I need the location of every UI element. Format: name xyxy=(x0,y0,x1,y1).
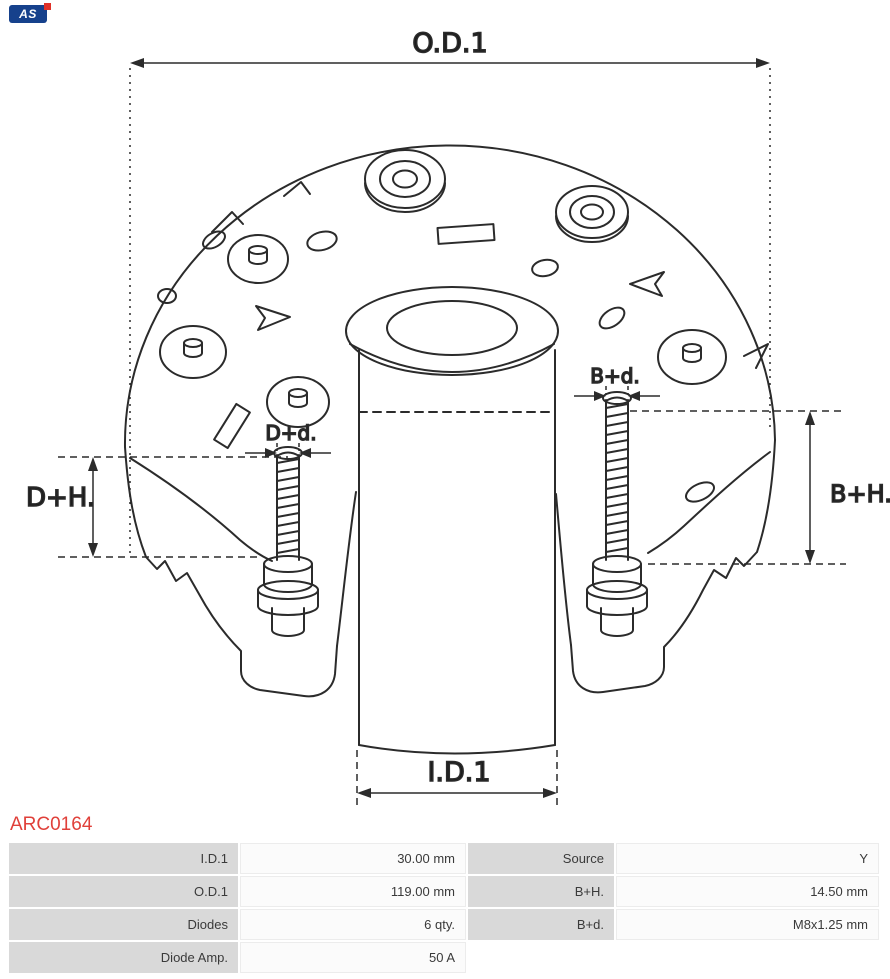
spec-label-diode-amp: Diode Amp. xyxy=(9,942,238,973)
diode-mounts xyxy=(159,234,727,428)
spec-value-empty xyxy=(616,942,879,973)
spec-label-empty xyxy=(468,942,614,973)
spec-value-source: Y xyxy=(616,843,879,874)
dimension-dd: D+d. xyxy=(245,420,331,458)
spec-value-id1: 30.00 mm xyxy=(240,843,466,874)
label-dd: D+d. xyxy=(265,421,316,445)
stud-right xyxy=(586,391,648,637)
label-dh: D+H. xyxy=(26,483,95,513)
spec-value-diode-amp: 50 A xyxy=(240,942,466,973)
dimension-dh: D+H. xyxy=(25,456,288,558)
spec-value-bd: M8x1.25 mm xyxy=(616,909,879,940)
plate-holes xyxy=(157,223,716,503)
part-number: ARC0164 xyxy=(10,814,93,835)
spec-value-bh: 14.50 mm xyxy=(616,876,879,907)
stud-left xyxy=(257,446,319,637)
dimension-id1: I.D.1 xyxy=(356,750,558,806)
label-od1: O.D.1 xyxy=(412,28,487,59)
arrow-stamps xyxy=(255,271,665,331)
spec-label-bh: B+H. xyxy=(468,876,614,907)
spec-label-bd: B+d. xyxy=(468,909,614,940)
plate-body xyxy=(123,144,776,698)
label-bh: B+H. xyxy=(830,480,890,508)
brand-logo-text: AS xyxy=(19,7,37,21)
label-id1: I.D.1 xyxy=(427,757,490,788)
spec-value-diodes: 6 qty. xyxy=(240,909,466,940)
spec-table: I.D.1 30.00 mm Source Y O.D.1 119.00 mm … xyxy=(9,843,881,973)
spec-value-od1: 119.00 mm xyxy=(240,876,466,907)
spec-label-diodes: Diodes xyxy=(9,909,238,940)
center-tube xyxy=(345,286,559,755)
spec-label-id1: I.D.1 xyxy=(9,843,238,874)
brand-logo-accent-icon xyxy=(44,3,51,10)
technical-drawing: O.D.1 I.D.1 D+H. B+H. D+d. xyxy=(25,27,890,806)
dimension-bd: B+d. xyxy=(574,363,660,401)
spec-label-od1: O.D.1 xyxy=(9,876,238,907)
brand-logo: AS xyxy=(9,3,51,23)
spec-label-source: Source xyxy=(468,843,614,874)
label-bd: B+d. xyxy=(590,364,640,388)
terminal-bosses xyxy=(364,149,629,243)
dimension-od1: O.D.1 xyxy=(129,27,771,556)
dimension-bh: B+H. xyxy=(630,410,890,565)
